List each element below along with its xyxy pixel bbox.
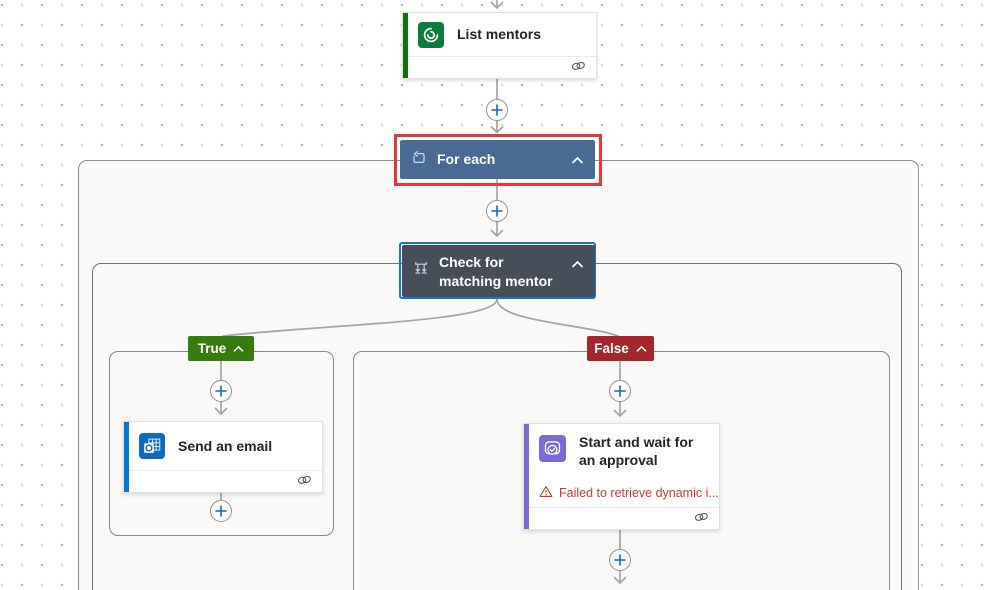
insert-step-button[interactable] xyxy=(210,380,232,402)
false-branch-label: False xyxy=(594,341,629,356)
condition-branch-icon xyxy=(413,260,429,279)
chevron-up-icon[interactable] xyxy=(571,256,584,272)
for-each-header[interactable]: For each xyxy=(400,140,595,179)
insert-step-button[interactable] xyxy=(609,380,631,402)
action-error-row: Failed to retrieve dynamic i... xyxy=(524,484,719,507)
approvals-icon xyxy=(539,435,566,462)
accent-bar xyxy=(403,13,408,78)
insert-step-button[interactable] xyxy=(486,99,508,121)
for-each-title: For each xyxy=(437,151,496,168)
action-card-send-an-email[interactable]: Send an email xyxy=(123,421,323,493)
insert-step-button[interactable] xyxy=(609,549,631,571)
insert-step-button[interactable] xyxy=(210,500,232,522)
action-card-list-mentors[interactable]: List mentors xyxy=(402,12,597,79)
selection-outline xyxy=(399,242,596,299)
insert-step-button[interactable] xyxy=(486,200,508,222)
accent-bar xyxy=(124,422,129,492)
action-card-start-and-wait-for-an-approval[interactable]: Start and wait for an approval Failed to… xyxy=(523,423,720,530)
condition-header[interactable]: Check for matching mentor xyxy=(402,245,595,297)
connection-icon[interactable] xyxy=(296,473,313,491)
red-highlight-annotation xyxy=(394,134,602,186)
loop-icon xyxy=(411,150,427,169)
action-title: Send an email xyxy=(178,437,273,454)
outlook-icon xyxy=(139,433,165,459)
connection-icon[interactable] xyxy=(570,59,587,77)
chevron-up-icon[interactable] xyxy=(636,341,647,356)
chevron-up-icon[interactable] xyxy=(571,152,584,168)
connection-icon[interactable] xyxy=(693,510,710,528)
true-branch-badge[interactable]: True xyxy=(188,336,254,361)
false-branch-badge[interactable]: False xyxy=(587,336,654,361)
accent-bar xyxy=(524,424,529,529)
warning-icon xyxy=(539,485,553,501)
chevron-up-icon[interactable] xyxy=(233,341,244,356)
action-title: List mentors xyxy=(457,26,542,43)
error-message: Failed to retrieve dynamic i... xyxy=(559,486,719,500)
connector-swirl-icon xyxy=(418,21,444,48)
true-branch-label: True xyxy=(197,341,227,356)
condition-title: Check for matching mentor xyxy=(439,254,553,289)
action-title: Start and wait for an approval xyxy=(579,434,694,469)
